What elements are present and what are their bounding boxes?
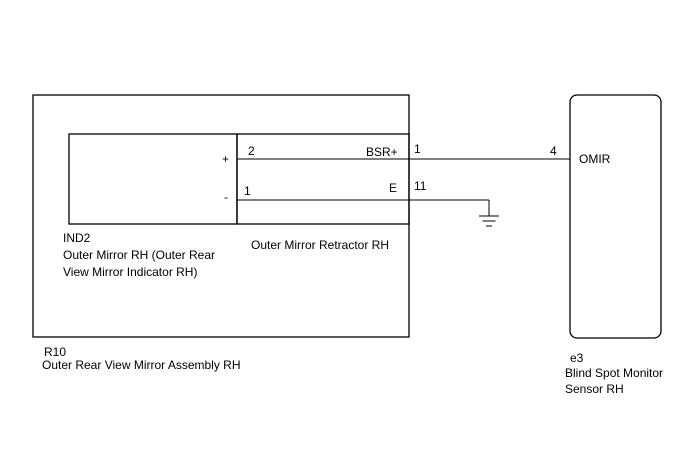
connector-pin-e: 11 xyxy=(414,179,427,193)
signal-e: E xyxy=(389,181,397,195)
retractor-name: Outer Mirror Retractor RH xyxy=(251,238,389,252)
indicator-minus-sign: - xyxy=(224,190,228,204)
assembly-box xyxy=(32,94,410,338)
indicator-name-line2: View Mirror Indicator RH) xyxy=(63,265,197,279)
sensor-name-line2: Sensor RH xyxy=(565,382,624,396)
retractor-box xyxy=(236,133,410,225)
assembly-code: R10 xyxy=(44,345,66,359)
indicator-code: IND2 xyxy=(63,231,91,245)
indicator-name-line1: Outer Mirror RH (Outer Rear xyxy=(63,248,215,262)
indicator-plus-sign: + xyxy=(222,152,229,166)
ground-symbol-icon xyxy=(479,215,499,227)
signal-bsr: BSR+ xyxy=(366,145,398,159)
sensor-box xyxy=(569,94,662,339)
sensor-code: e3 xyxy=(570,351,584,365)
connector-pin-bsr: 1 xyxy=(414,142,421,156)
sensor-pin: 4 xyxy=(550,144,557,158)
retractor-pin-minus: 1 xyxy=(244,184,251,198)
assembly-name: Outer Rear View Mirror Assembly RH xyxy=(42,358,241,372)
sensor-name-line1: Blind Spot Monitor xyxy=(565,366,663,380)
sensor-signal-omir: OMIR xyxy=(579,152,611,166)
indicator-box xyxy=(68,133,238,225)
retractor-pin-plus: 2 xyxy=(248,144,255,158)
